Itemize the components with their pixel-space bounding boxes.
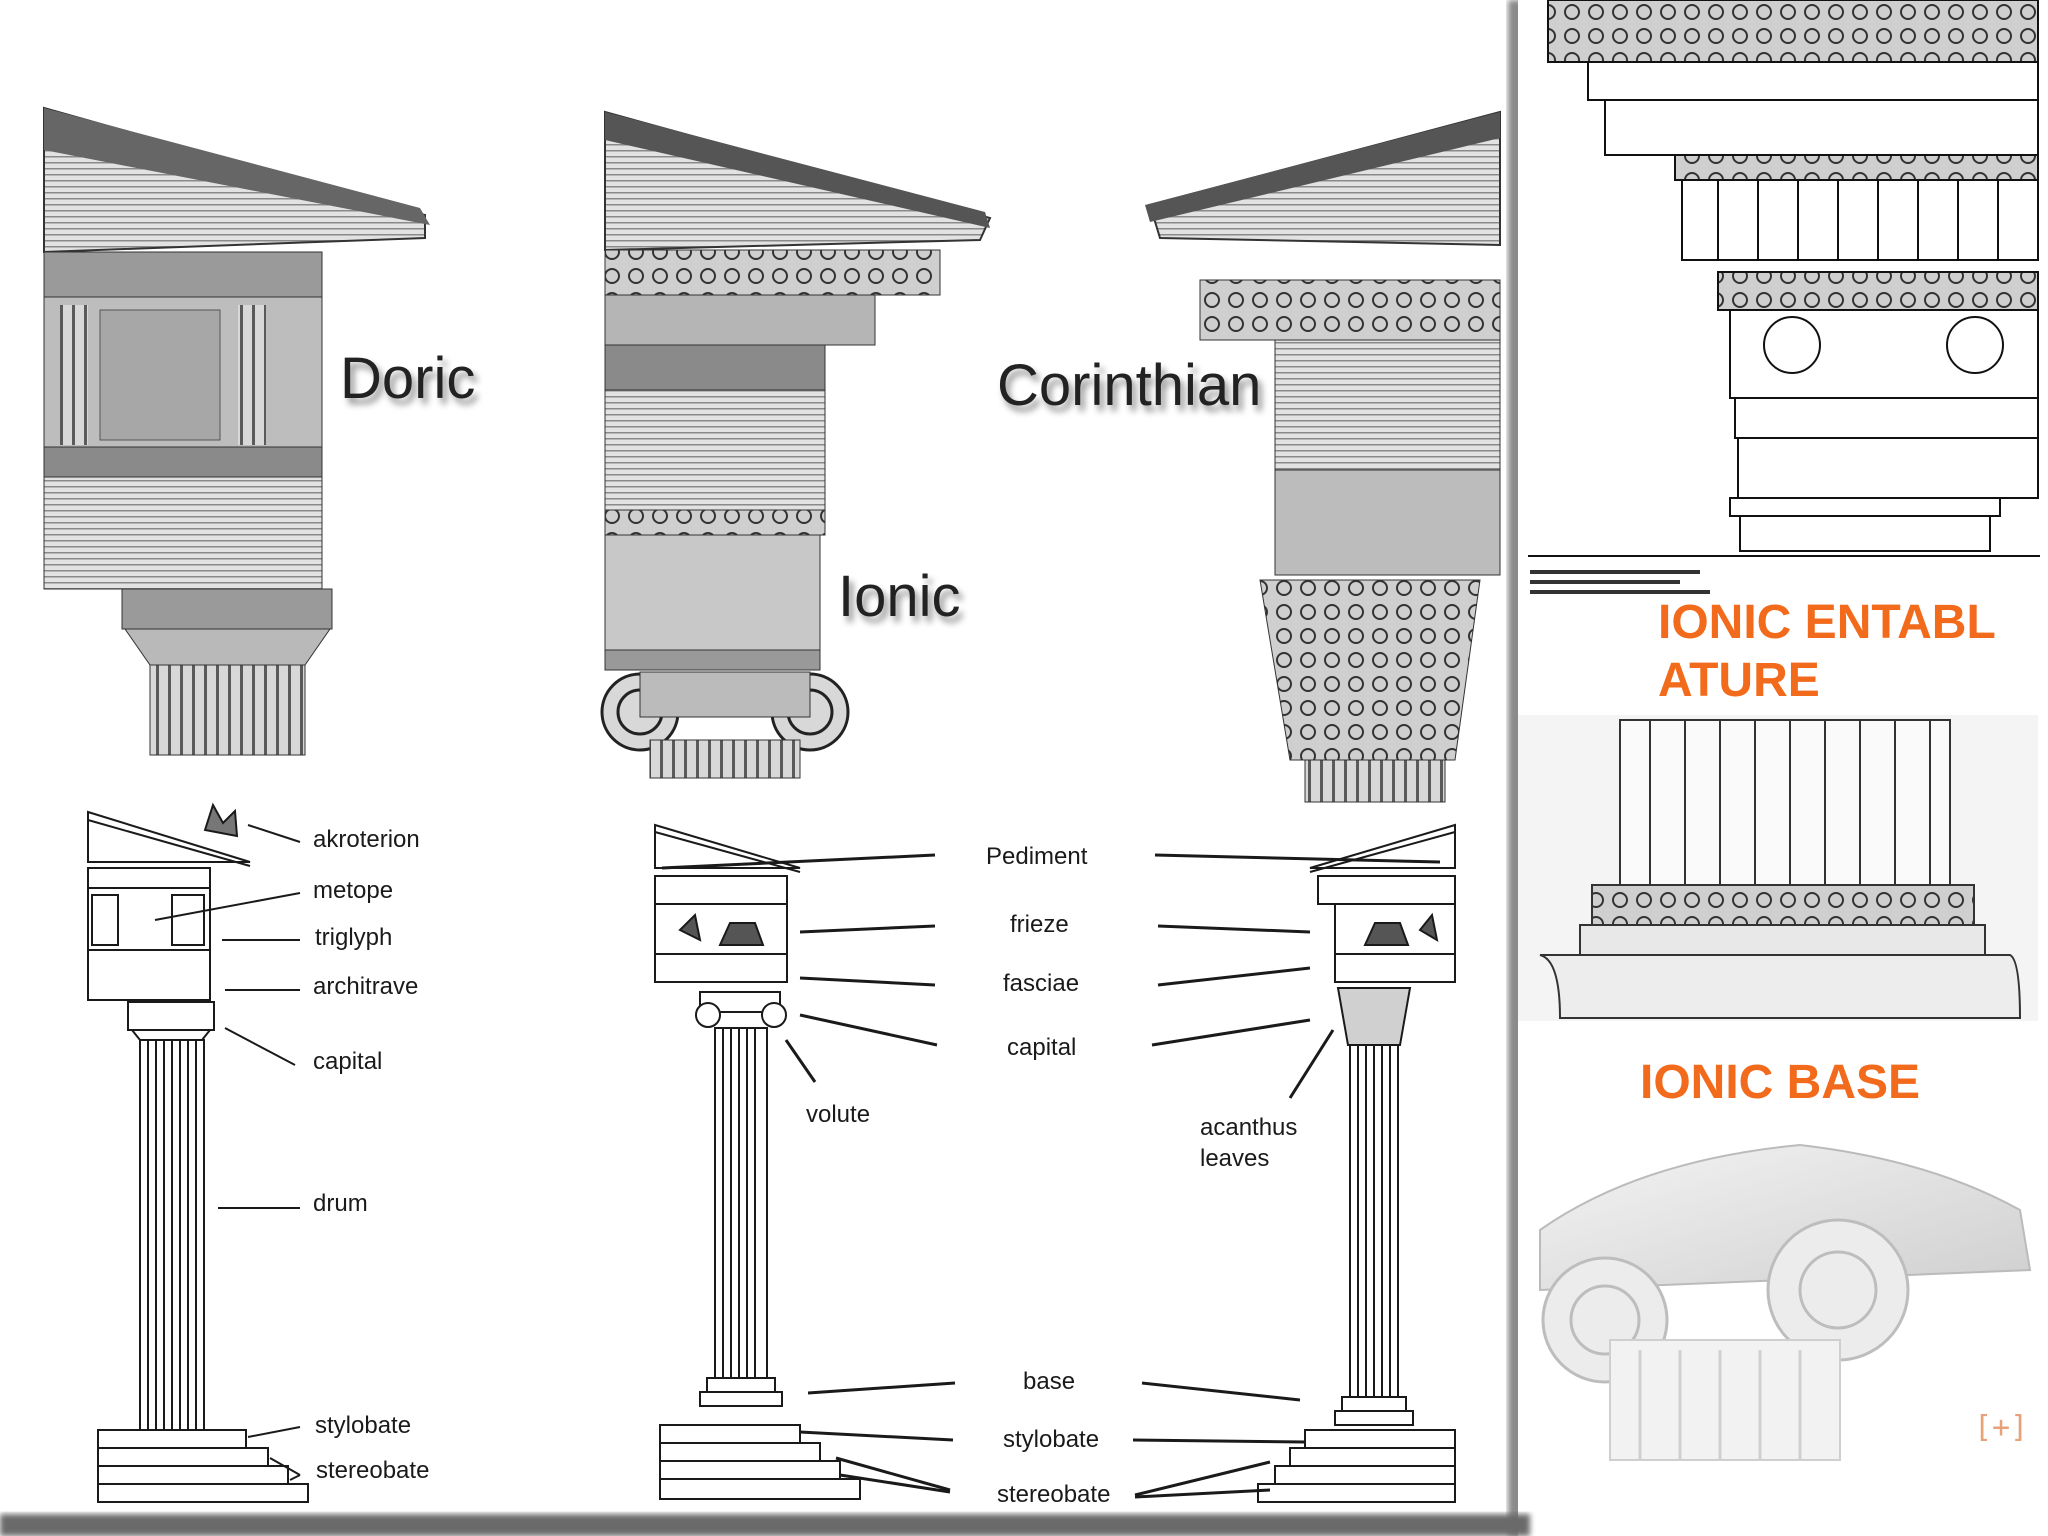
label-stylobate-doric: stylobate <box>315 1412 412 1439</box>
label-stereobate-center: stereobate <box>997 1481 1111 1508</box>
label-volute: volute <box>806 1101 871 1128</box>
label-architrave: architrave <box>313 973 419 1000</box>
ionic-base-drawing <box>1518 715 2038 1021</box>
ionic-line-drawing <box>654 823 861 1500</box>
zoom-expand-button[interactable]: [+] <box>1974 1410 2029 1445</box>
ionic-capital-photo <box>1530 1130 2038 1461</box>
label-capital-center: capital <box>1007 1034 1077 1061</box>
label-frieze: frieze <box>1010 911 1069 938</box>
ionic-entablature-title: IONIC ENTABLATURE <box>1658 596 1996 707</box>
doric-title: Doric <box>340 346 476 411</box>
center-leader-lines <box>661 853 1441 1499</box>
label-acanthus-leaves: acanthus leaves <box>1200 1114 1298 1172</box>
label-capital-doric: capital <box>313 1048 383 1075</box>
bottom-shadow <box>0 1514 1530 1536</box>
label-stereobate-doric: stereobate <box>316 1457 430 1484</box>
ionic-base-title: IONIC BASE <box>1640 1056 1921 1109</box>
corinthian-title: Corinthian <box>997 353 1262 418</box>
label-base: base <box>1023 1368 1076 1395</box>
ionic-title: Ionic <box>838 564 961 629</box>
label-akroterion: akroterion <box>313 826 420 853</box>
label-metope: metope <box>313 877 394 904</box>
ionic-entablature-drawing <box>1528 0 2040 594</box>
label-fasciae: fasciae <box>1003 970 1080 997</box>
label-drum: drum <box>313 1190 368 1217</box>
label-triglyph: triglyph <box>315 924 393 951</box>
doric-line-drawing <box>87 802 309 1503</box>
label-pediment: Pediment <box>986 843 1088 870</box>
corinthian-line-drawing <box>1257 823 1456 1503</box>
doric-engraving <box>43 106 430 756</box>
label-stylobate-center: stylobate <box>1003 1426 1100 1453</box>
corinthian-engraving <box>1145 110 1501 803</box>
ionic-engraving <box>600 110 992 779</box>
